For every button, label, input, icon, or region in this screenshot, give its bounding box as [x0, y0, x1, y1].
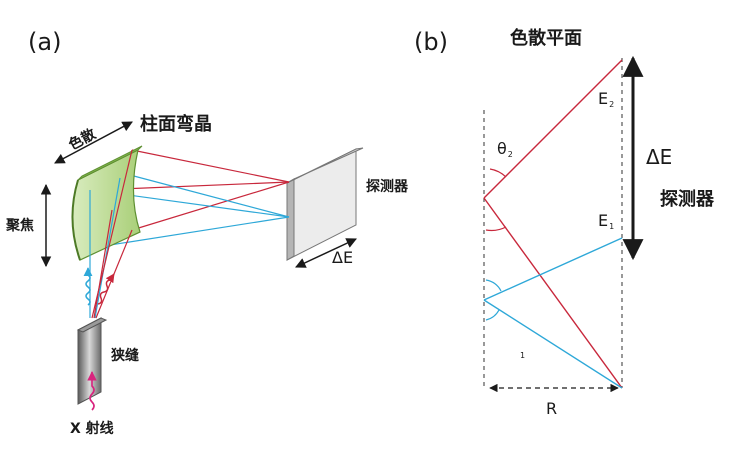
delta-e-arrow-a	[295, 238, 357, 268]
slit-label: 狭缝	[110, 347, 139, 364]
red-photon-wave	[97, 273, 115, 305]
theta1-arc-lower	[485, 309, 500, 321]
delta-e-label-b: ΔE	[646, 145, 672, 169]
xray-incoming-wave	[87, 371, 97, 411]
theta2-label: θ2	[497, 139, 513, 159]
panel-b: (b) 色散平面 θ2 1 E2 E1 ΔE 探测器 R	[414, 27, 715, 418]
dispersion-label: 色散	[66, 125, 100, 154]
panel-a: (a) 色散 柱面弯晶 聚焦 探测器 ΔE	[5, 28, 409, 437]
panel-b-label: (b)	[414, 28, 448, 56]
red-ray-to-e2	[483, 59, 623, 199]
detector-plate	[286, 147, 364, 261]
delta-e-label-a: ΔE	[332, 248, 353, 267]
bent-crystal	[71, 145, 143, 261]
panel-a-label: (a)	[28, 28, 61, 56]
red-ray-to-source	[483, 197, 623, 389]
blue-ray-to-source	[483, 299, 623, 389]
xray-label: X 射线	[70, 420, 114, 437]
blue-photon-wave	[83, 267, 93, 306]
radius-label: R	[546, 399, 557, 418]
theta1-arc-upper	[485, 279, 502, 292]
dispersion-plane-title: 色散平面	[510, 27, 582, 49]
theta1-subscript: 1	[520, 351, 525, 360]
blue-ray-to-e1	[483, 237, 623, 301]
detector-label-b: 探测器	[660, 188, 715, 210]
theta2-arc-upper	[489, 168, 507, 178]
detector-label-a: 探测器	[366, 178, 409, 195]
dispersion-arrow	[54, 121, 133, 164]
crystal-label: 柱面弯晶	[140, 113, 212, 135]
theta2-arc-lower	[485, 226, 507, 232]
e1-label: E1	[598, 211, 614, 231]
e2-label: E2	[598, 89, 614, 109]
focusing-label: 聚焦	[5, 217, 34, 234]
slit	[76, 317, 108, 405]
